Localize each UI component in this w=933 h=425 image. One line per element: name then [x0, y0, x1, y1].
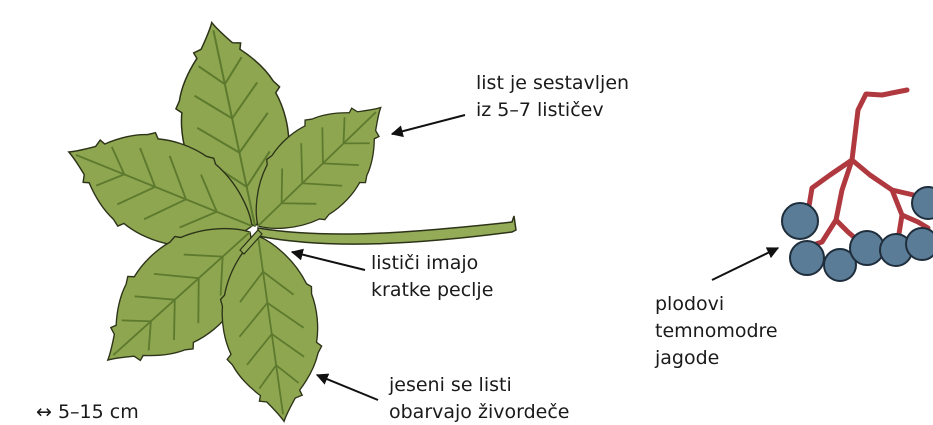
label-line: obarvajo živordeče: [389, 401, 570, 423]
label-fruits: plodovi temnomodre jagode: [655, 291, 778, 372]
label-line: kratke peclje: [371, 279, 494, 301]
label-line: jeseni se listi: [389, 374, 512, 396]
label-line: iz 5–7 lističev: [476, 99, 604, 121]
label-line: jagode: [655, 347, 720, 369]
label-line: plodovi: [655, 293, 725, 315]
berry: [823, 248, 857, 282]
label-petioles: lističi imajo kratke peclje: [371, 250, 493, 304]
label-line: lističi imajo: [371, 252, 479, 274]
arrow-fruits: [711, 247, 780, 281]
label-compound-leaf: list je sestavljen iz 5–7 lističev: [476, 70, 629, 124]
berry: [849, 230, 885, 266]
berry: [781, 202, 819, 240]
label-autumn: jeseni se listi obarvajo živordeče: [389, 372, 569, 425]
label-line: temnomodre: [655, 320, 778, 342]
berries: [781, 186, 933, 282]
berry: [905, 227, 933, 261]
petiole-joint: [239, 229, 263, 255]
scale-label: ↔ 5–15 cm: [36, 401, 139, 423]
leaf-stem: [257, 215, 517, 245]
arrow-compound-leaf: [390, 114, 466, 138]
berry: [789, 240, 825, 276]
label-line: list je sestavljen: [476, 72, 630, 94]
arrow-autumn: [315, 373, 379, 401]
arrow-petioles: [290, 248, 366, 271]
berry: [911, 186, 933, 220]
fruit-stalks: [801, 87, 931, 251]
